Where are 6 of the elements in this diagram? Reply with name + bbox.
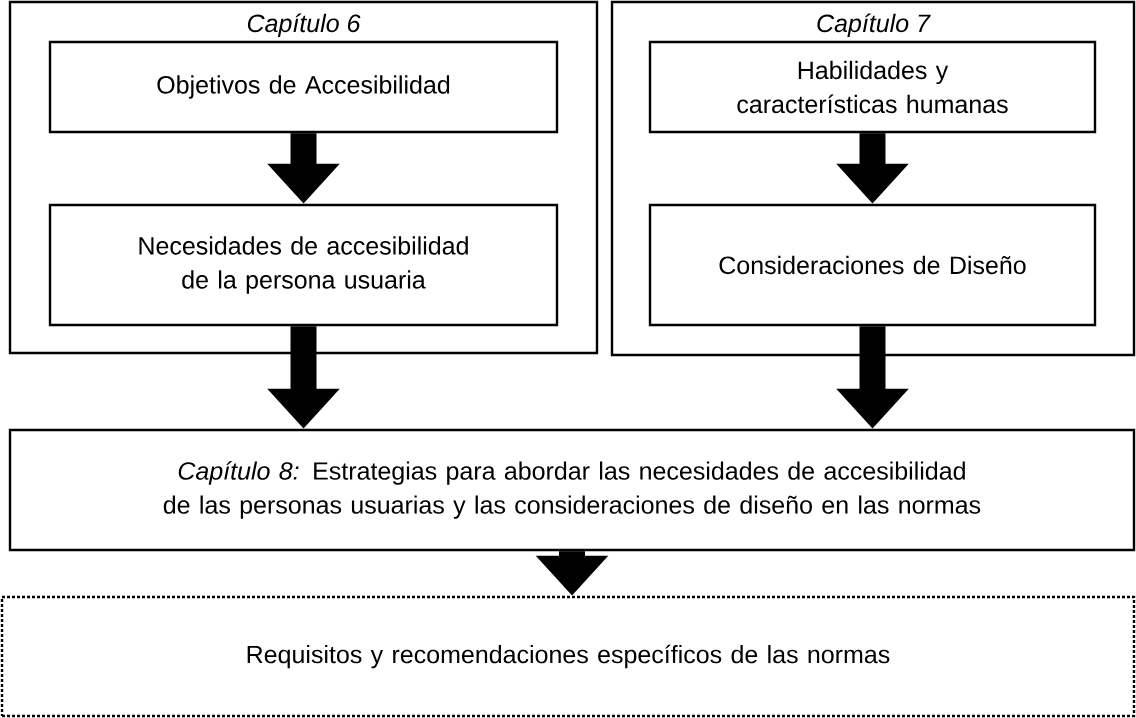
process-box: Habilidades y características humanas (648, 40, 1097, 134)
process-box: Consideraciones de Diseño (648, 203, 1097, 327)
process-box: Necesidades de accesibilidad de la persona usuaria (48, 203, 559, 327)
process-box: Objetivos de Accesibilidad (48, 40, 559, 134)
result-box: Requisitos y recomendaciones específicos de las normas (0, 595, 1136, 718)
process-box: Capítulo 8: Estrategias para abordar las necesidades de accesibilidad de las personas usuarias y las consideraciones de diseño en las normas (8, 428, 1136, 552)
